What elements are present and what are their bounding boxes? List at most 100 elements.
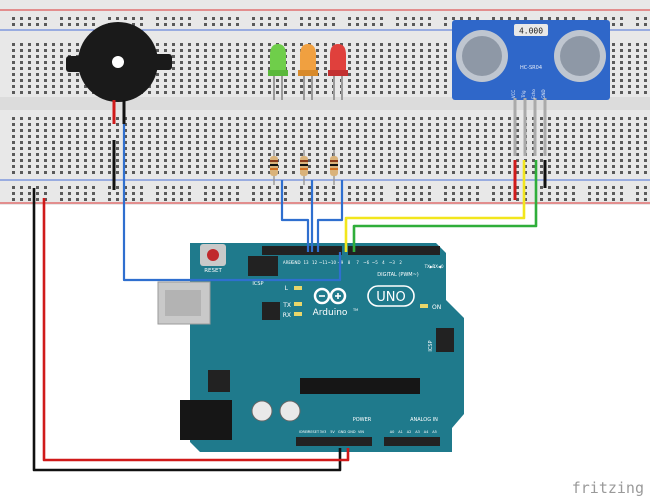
breadboard-hole bbox=[228, 85, 231, 88]
breadboard-hole bbox=[636, 141, 639, 144]
breadboard-hole bbox=[148, 123, 151, 126]
breadboard-hole bbox=[292, 49, 295, 52]
breadboard-hole bbox=[356, 153, 359, 156]
breadboard-hole bbox=[220, 147, 223, 150]
breadboard-hole bbox=[316, 117, 319, 120]
breadboard-hole bbox=[228, 135, 231, 138]
breadboard-hole bbox=[340, 129, 343, 132]
breadboard-hole bbox=[356, 17, 359, 20]
breadboard-hole bbox=[36, 67, 39, 70]
breadboard-hole bbox=[348, 141, 351, 144]
breadboard-hole bbox=[188, 117, 191, 120]
breadboard-hole bbox=[132, 147, 135, 150]
breadboard-hole bbox=[268, 198, 271, 201]
breadboard-hole bbox=[396, 141, 399, 144]
breadboard-hole bbox=[196, 67, 199, 70]
breadboard-hole bbox=[636, 91, 639, 94]
breadboard-hole bbox=[572, 123, 575, 126]
breadboard-hole bbox=[500, 159, 503, 162]
breadboard-hole bbox=[36, 123, 39, 126]
breadboard-hole bbox=[316, 61, 319, 64]
breadboard-hole bbox=[108, 17, 111, 20]
breadboard-hole bbox=[228, 129, 231, 132]
breadboard-hole bbox=[172, 79, 175, 82]
breadboard-hole bbox=[492, 135, 495, 138]
breadboard-hole bbox=[492, 123, 495, 126]
breadboard-hole bbox=[20, 91, 23, 94]
breadboard-hole bbox=[628, 129, 631, 132]
breadboard-hole bbox=[340, 159, 343, 162]
breadboard-hole bbox=[444, 123, 447, 126]
breadboard-hole bbox=[68, 43, 71, 46]
led-red-body bbox=[330, 44, 346, 72]
breadboard-hole bbox=[532, 171, 535, 174]
breadboard-hole bbox=[284, 85, 287, 88]
breadboard-hole bbox=[380, 17, 383, 20]
breadboard-hole bbox=[180, 192, 183, 195]
breadboard-hole bbox=[500, 129, 503, 132]
breadboard-hole bbox=[324, 123, 327, 126]
breadboard-hole bbox=[412, 49, 415, 52]
usb-chip bbox=[262, 302, 280, 320]
breadboard-hole bbox=[620, 79, 623, 82]
breadboard-hole bbox=[316, 165, 319, 168]
breadboard-hole bbox=[252, 73, 255, 76]
breadboard-hole bbox=[628, 147, 631, 150]
breadboard-hole bbox=[620, 198, 623, 201]
breadboard-hole bbox=[164, 117, 167, 120]
analog-label: ANALOG IN bbox=[410, 417, 438, 423]
breadboard-hole bbox=[212, 61, 215, 64]
breadboard-hole bbox=[404, 79, 407, 82]
breadboard-hole bbox=[36, 153, 39, 156]
sensor-pin-label: Trig bbox=[521, 90, 526, 99]
breadboard-hole bbox=[372, 165, 375, 168]
breadboard-hole bbox=[404, 55, 407, 58]
breadboard-hole bbox=[252, 43, 255, 46]
breadboard-hole bbox=[20, 79, 23, 82]
breadboard-hole bbox=[284, 123, 287, 126]
breadboard-hole bbox=[476, 198, 479, 201]
analog-pin-label: A1 bbox=[398, 430, 403, 434]
breadboard-hole bbox=[356, 198, 359, 201]
breadboard-hole bbox=[92, 171, 95, 174]
breadboard-hole bbox=[260, 91, 263, 94]
breadboard-hole bbox=[132, 23, 135, 26]
breadboard-hole bbox=[60, 129, 63, 132]
breadboard-hole bbox=[436, 85, 439, 88]
breadboard-hole bbox=[196, 91, 199, 94]
breadboard-hole bbox=[276, 147, 279, 150]
breadboard-hole bbox=[172, 135, 175, 138]
breadboard-hole bbox=[412, 165, 415, 168]
breadboard-hole bbox=[636, 17, 639, 20]
breadboard-hole bbox=[236, 171, 239, 174]
breadboard-hole bbox=[308, 198, 311, 201]
breadboard-hole bbox=[612, 192, 615, 195]
breadboard-hole bbox=[212, 49, 215, 52]
led-green bbox=[268, 44, 288, 100]
breadboard-hole bbox=[356, 123, 359, 126]
breadboard-hole bbox=[460, 165, 463, 168]
breadboard-hole bbox=[620, 192, 623, 195]
breadboard-hole bbox=[308, 23, 311, 26]
breadboard-hole bbox=[36, 91, 39, 94]
breadboard-hole bbox=[180, 85, 183, 88]
breadboard-hole bbox=[484, 159, 487, 162]
breadboard-hole bbox=[580, 171, 583, 174]
breadboard-hole bbox=[524, 159, 527, 162]
breadboard-hole bbox=[388, 79, 391, 82]
breadboard-hole bbox=[220, 135, 223, 138]
breadboard-hole bbox=[172, 91, 175, 94]
breadboard-hole bbox=[28, 61, 31, 64]
breadboard-hole bbox=[420, 123, 423, 126]
breadboard-hole bbox=[244, 141, 247, 144]
breadboard-hole bbox=[316, 141, 319, 144]
breadboard-hole bbox=[244, 67, 247, 70]
breadboard-hole bbox=[564, 153, 567, 156]
breadboard-hole bbox=[204, 129, 207, 132]
sensor-pin bbox=[523, 98, 527, 156]
breadboard-hole bbox=[300, 117, 303, 120]
breadboard-hole bbox=[372, 147, 375, 150]
breadboard-hole bbox=[428, 55, 431, 58]
breadboard-hole bbox=[620, 67, 623, 70]
breadboard-hole bbox=[476, 117, 479, 120]
